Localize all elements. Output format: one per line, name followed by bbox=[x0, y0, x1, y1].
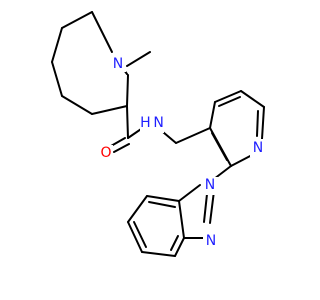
atoms-layer: N H N O N N N bbox=[99, 54, 266, 250]
atom-n-azepane: N bbox=[110, 54, 126, 72]
bond-pyr-1 bbox=[209, 101, 216, 129]
bond-bz-2 bbox=[127, 195, 148, 223]
bond-azepane-2 bbox=[51, 27, 63, 63]
atom-n-azepane-label: N bbox=[113, 56, 123, 72]
bond-bz-5b bbox=[170, 235, 179, 251]
bond-pyr-bzim bbox=[213, 165, 232, 180]
bond-im-1 bbox=[178, 184, 201, 202]
atom-n-amide-label: H N bbox=[140, 115, 164, 131]
bond-bz-3b bbox=[133, 221, 147, 248]
atom-n-benzimidazole-1: N bbox=[202, 177, 218, 195]
bond-im-4 bbox=[178, 200, 185, 239]
atom-n-benzimidazole-3: N bbox=[203, 232, 219, 250]
bond-ch2-pyridine bbox=[175, 127, 211, 144]
bond-carbonyl-2 bbox=[113, 143, 130, 153]
atom-n-pyridine-label: N bbox=[253, 140, 263, 156]
bond-pyr-3 bbox=[240, 90, 265, 108]
bond-bz-1 bbox=[146, 195, 180, 202]
bond-azepane-1 bbox=[61, 11, 93, 29]
bond-pyr-2 bbox=[214, 90, 242, 103]
bond-carbonyl-1 bbox=[110, 137, 126, 147]
bonds-layer bbox=[51, 11, 265, 257]
bond-bz-1b bbox=[148, 201, 176, 208]
bond-c2-amide-c bbox=[126, 105, 129, 139]
bond-azepane-6 bbox=[126, 74, 129, 107]
bond-n-methyl bbox=[126, 51, 151, 67]
atom-n-benzimidazole-3-label: N bbox=[206, 233, 216, 249]
bond-azepane-7 bbox=[91, 11, 113, 53]
bond-pyr-4b bbox=[256, 110, 259, 137]
molecule-structure: N H N O N N N bbox=[51, 11, 266, 257]
bond-pyr-2b bbox=[218, 96, 241, 107]
bond-azepane-5 bbox=[91, 105, 128, 115]
atom-o-carbonyl: O bbox=[99, 145, 113, 161]
bond-bz-3 bbox=[127, 221, 143, 253]
bond-im-2 bbox=[209, 190, 215, 224]
bond-pyr-4 bbox=[261, 106, 265, 140]
bond-pyr-6b bbox=[211, 132, 228, 161]
bond-im-2b bbox=[203, 193, 208, 223]
atom-n-amide: H N bbox=[140, 113, 164, 133]
bond-azepane-4 bbox=[61, 95, 93, 115]
atom-n-pyridine: N bbox=[250, 139, 266, 157]
atom-o-carbonyl-label: O bbox=[100, 145, 111, 161]
bond-bz-5 bbox=[174, 237, 185, 257]
bond-bz-4 bbox=[141, 251, 176, 257]
bond-azepane-3 bbox=[51, 61, 63, 97]
atom-n-benzimidazole-1-label: N bbox=[205, 177, 215, 193]
